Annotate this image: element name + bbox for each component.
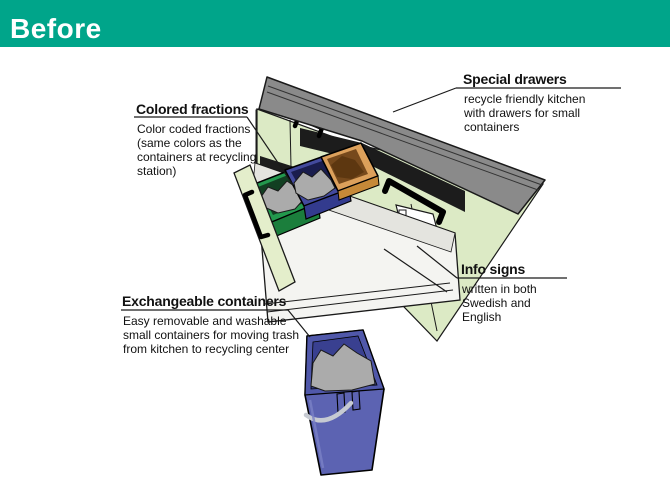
annotation-body: Easy removable and washable small contai… [123,314,300,356]
annotation-body: written in both Swedish and English [462,282,537,324]
container-highlight [308,399,325,469]
title-bar: Before [0,0,670,47]
annotation-special-drawers: Special drawers recycle friendly kitchen… [463,71,585,134]
slide-title: Before [10,13,102,44]
annotation-lines [121,87,621,338]
connector-info-signs [416,245,458,279]
container-trash [310,343,376,392]
connector-exchangeable [287,309,311,338]
annotation-body: recycle friendly kitchen with drawers fo… [464,92,586,134]
cabinet-door-handle-right [382,178,446,225]
counter-top [258,76,546,215]
drawer-front-handle [242,189,271,240]
door-seam-left [289,119,292,168]
annotation-colored-fractions: Colored fractions Color coded fractions … [136,101,256,178]
bin-blue-trash [293,168,336,201]
bin-orange-contents [331,156,364,179]
connector-special-drawers [392,87,457,113]
container-handle [303,400,354,423]
drawer-rail-line [264,282,451,305]
connector-colored-fractions [246,116,294,186]
annotation-exchangeable-containers: Exchangeable containers Easy removable a… [122,293,299,356]
counter-edge-line [267,85,543,186]
annotation-title: Colored fractions [136,101,249,117]
drawer-rail-line [266,289,454,313]
counter-edge-line [266,91,539,191]
counter-surface [258,76,546,215]
annotation-title: Exchangeable containers [122,293,287,309]
bin-orange-front [337,175,380,201]
annotation-body: Color coded fractions (same colors as th… [137,122,257,178]
pull-out-drawer [233,142,461,323]
connector-info-signs-2 [383,248,448,293]
drawer-opening-shadow [300,128,465,212]
container-handle-tab [351,390,361,411]
annotation-title: Info signs [461,261,526,277]
waste-container-blue [303,329,385,476]
annotation-info-signs: Info signs written in both Swedish and E… [461,261,537,324]
drawer-front-panel [233,164,296,292]
annotation-title: Special drawers [463,71,567,87]
bin-orange [320,142,380,201]
